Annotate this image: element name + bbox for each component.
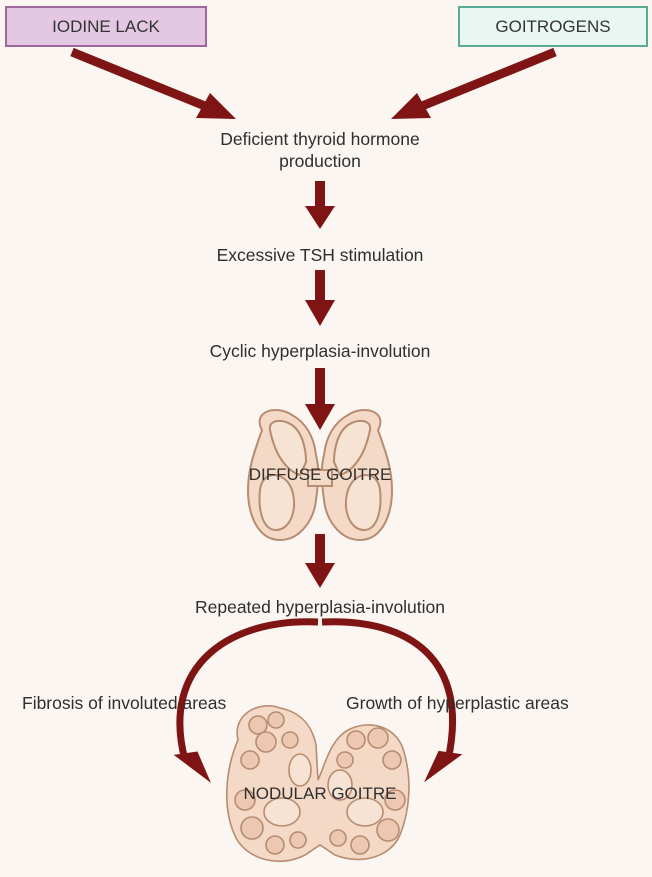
iodine-lack-box: IODINE LACK — [5, 6, 207, 47]
goitrogens-label: GOITROGENS — [495, 17, 610, 37]
nodular-goitre-label: NODULAR GOITRE — [0, 783, 640, 805]
fibrosis-label: Fibrosis of involuted areas — [22, 692, 226, 714]
arrow-deficient-to-tsh — [305, 181, 335, 229]
arrow-diffuse-to-repeated — [305, 534, 335, 588]
goitrogens-box: GOITROGENS — [458, 6, 648, 47]
arrow-tsh-to-cyclic — [305, 270, 335, 326]
diffuse-goitre-label: DIFFUSE GOITRE — [0, 464, 640, 486]
repeated-hyperplasia-label: Repeated hyperplasia-involution — [0, 596, 640, 618]
arrow-iodine-to-deficient — [72, 52, 236, 119]
deficient-line-1: Deficient thyroid hormone — [0, 128, 640, 150]
arrow-goitrogens-to-deficient — [391, 52, 555, 119]
arrow-cyclic-to-diffuse — [305, 368, 335, 430]
growth-label: Growth of hyperplastic areas — [346, 692, 569, 714]
deficient-line-2: production — [0, 150, 640, 172]
cyclic-hyperplasia-label: Cyclic hyperplasia-involution — [0, 340, 640, 362]
tsh-stimulation-label: Excessive TSH stimulation — [0, 244, 640, 266]
deficient-hormone-label: Deficient thyroid hormone production — [0, 128, 640, 172]
iodine-lack-label: IODINE LACK — [52, 17, 160, 37]
